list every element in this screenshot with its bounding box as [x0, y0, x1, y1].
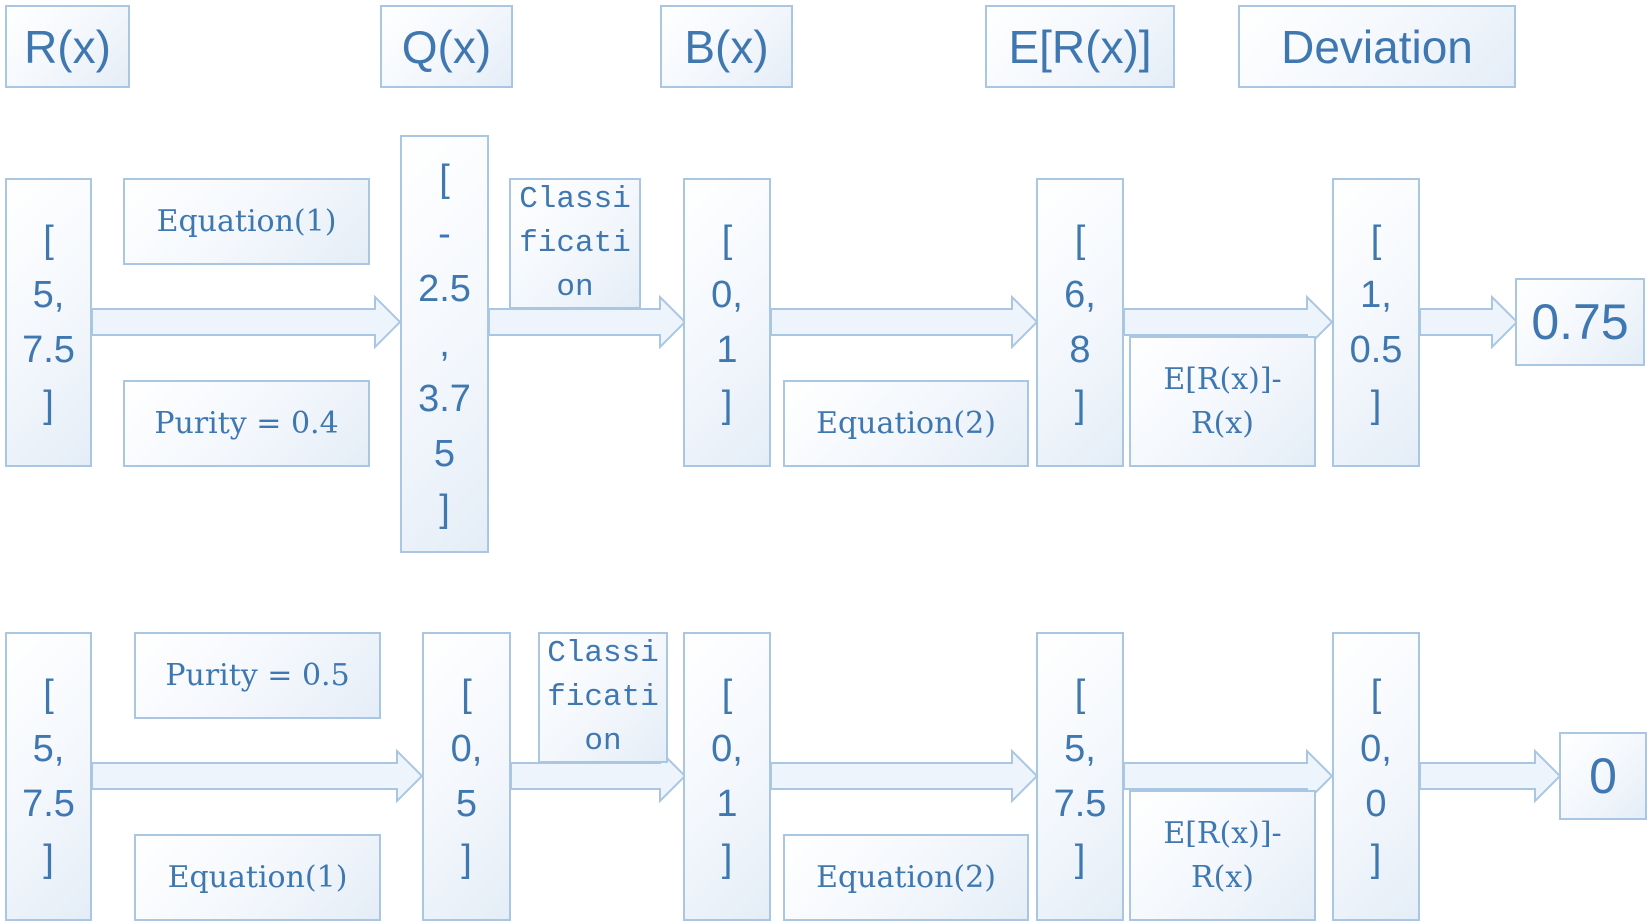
header-qx: Q(x)	[380, 5, 513, 88]
header-bx-label: B(x)	[684, 20, 769, 73]
arrow-r1-5	[1419, 294, 1519, 350]
row2-difference-label: E[R(x)]- R(x)	[1129, 790, 1316, 921]
header-erx: E[R(x)]	[985, 5, 1175, 88]
header-bx: B(x)	[660, 5, 793, 88]
row2-q-vector: [ 0, 5 ]	[422, 632, 511, 921]
row2-equation1-label: Equation(1)	[134, 834, 381, 921]
header-deviation-label: Deviation	[1281, 20, 1473, 73]
row1-purity-label: Purity = 0.4	[123, 380, 370, 467]
arrow-r2-5	[1419, 748, 1562, 804]
row2-b-vector: [ 0, 1 ]	[683, 632, 771, 921]
row1-difference-label: E[R(x)]- R(x)	[1129, 336, 1316, 467]
row1-q-vector: [ - 2.5 , 3.7 5 ]	[400, 135, 489, 553]
arrow-r1-2	[488, 294, 687, 350]
row2-equation2-label: Equation(2)	[783, 834, 1029, 921]
row2-deviation-vector: [ 0, 0 ]	[1332, 632, 1420, 921]
arrow-r2-3	[770, 748, 1039, 804]
row1-e-vector: [ 6, 8 ]	[1036, 178, 1124, 467]
arrow-r2-4	[1123, 748, 1334, 804]
header-deviation: Deviation	[1238, 5, 1516, 88]
row1-deviation-vector: [ 1, 0.5 ]	[1332, 178, 1420, 467]
row1-r-vector: [ 5, 7.5 ]	[5, 178, 92, 467]
header-rx-label: R(x)	[24, 20, 111, 73]
header-qx-label: Q(x)	[401, 20, 492, 73]
arrow-r1-4	[1123, 294, 1334, 350]
row1-result: 0.75	[1515, 278, 1645, 366]
header-erx-label: E[R(x)]	[1008, 20, 1152, 73]
arrow-r1-3	[770, 294, 1039, 350]
row2-e-vector: [ 5, 7.5 ]	[1036, 632, 1124, 921]
row1-equation1-label: Equation(1)	[123, 178, 370, 265]
row1-classification-label: Classi ficati on	[509, 178, 641, 309]
row1-equation2-label: Equation(2)	[783, 380, 1029, 467]
row2-purity-label: Purity = 0.5	[134, 632, 381, 719]
row2-r-vector: [ 5, 7.5 ]	[5, 632, 92, 921]
row1-b-vector: [ 0, 1 ]	[683, 178, 771, 467]
row2-classification-label: Classi ficati on	[538, 632, 668, 763]
header-rx: R(x)	[5, 5, 130, 88]
row2-result: 0	[1559, 732, 1647, 820]
arrow-r2-1	[91, 748, 424, 804]
arrow-r1-1	[91, 294, 402, 350]
